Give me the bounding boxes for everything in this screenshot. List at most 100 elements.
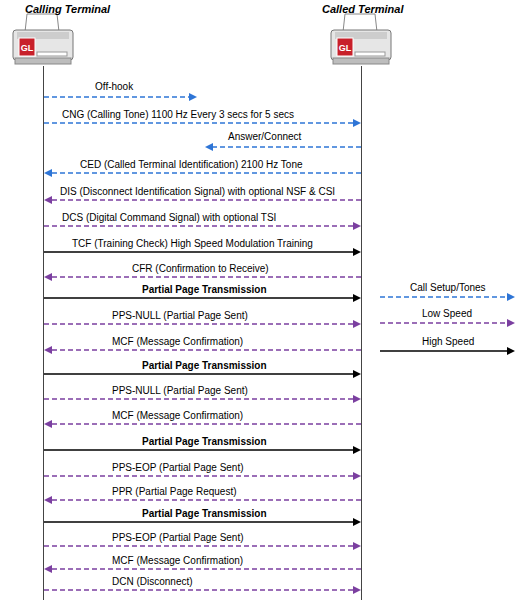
fax-base xyxy=(333,58,389,64)
fax-machine: GL xyxy=(13,14,73,64)
message-arrow xyxy=(44,472,361,480)
message-arrow xyxy=(44,294,361,302)
message-label: Partial Page Transmission xyxy=(142,508,267,520)
message-arrow xyxy=(44,119,361,127)
message-arrow xyxy=(44,370,361,378)
signal-label: Off-hook xyxy=(95,81,133,93)
message-line xyxy=(51,199,361,200)
message-line xyxy=(51,349,361,350)
message-arrow xyxy=(44,565,361,573)
message-arrow xyxy=(44,169,361,177)
arrow-head xyxy=(44,496,52,504)
legend-text: High Speed xyxy=(422,336,474,348)
message-arrow xyxy=(44,346,361,354)
message-line xyxy=(44,323,354,324)
message-label: CFR (Confirmation to Receive) xyxy=(132,263,269,275)
message-arrow xyxy=(44,222,361,230)
message-label: PPS-NULL (Partial Page Sent) xyxy=(112,385,248,397)
terminal-title: Called Terminal xyxy=(322,3,404,16)
arrow-head xyxy=(44,196,52,204)
message-label: MCF (Message Confirmation) xyxy=(112,410,243,422)
legend-line xyxy=(380,350,508,351)
arrow-head xyxy=(507,347,515,355)
fax-output xyxy=(355,52,385,56)
logo-text: GL xyxy=(339,43,352,53)
arrow-head xyxy=(353,472,361,480)
arrow-head xyxy=(353,370,361,378)
message-label: MCF (Message Confirmation) xyxy=(112,336,243,348)
offhook-line xyxy=(44,96,190,97)
message-line xyxy=(51,568,361,569)
fax-paper xyxy=(343,14,377,32)
message-line xyxy=(51,172,361,173)
message-label: Partial Page Transmission xyxy=(142,436,267,448)
fax-output xyxy=(37,52,67,56)
message-line xyxy=(51,423,361,424)
arrow-head xyxy=(189,93,197,101)
message-arrow xyxy=(44,248,361,256)
message-label: DCN (Disconnect) xyxy=(112,576,193,588)
arrow-head xyxy=(507,319,515,327)
arrow-head xyxy=(44,420,52,428)
arrow-head xyxy=(353,222,361,230)
message-label: TCF (Training Check) High Speed Modulati… xyxy=(72,238,313,250)
arrow-head xyxy=(353,586,361,594)
arrow-head xyxy=(44,565,52,573)
message-arrow xyxy=(44,446,361,454)
message-line xyxy=(44,122,354,123)
terminal-lifeline: Called Terminal xyxy=(361,66,362,600)
message-line xyxy=(44,475,354,476)
message-arrow xyxy=(44,320,361,328)
message-line xyxy=(44,251,354,252)
message-arrow xyxy=(44,518,361,526)
message-label: PPS-EOP (Partial Page Sent) xyxy=(112,532,244,544)
message-line xyxy=(44,398,354,399)
arrow-head xyxy=(44,346,52,354)
answer-line xyxy=(212,146,361,147)
fax-logo xyxy=(19,38,35,56)
arrow-head xyxy=(44,273,52,281)
arrow-head xyxy=(353,542,361,550)
message-label: Partial Page Transmission xyxy=(142,360,267,372)
arrow-head xyxy=(353,320,361,328)
message-arrow xyxy=(44,586,361,594)
message-label: DCS (Digital Command Signal) with option… xyxy=(62,212,276,224)
terminal-title: Calling Terminal xyxy=(25,3,110,16)
message-arrow xyxy=(44,420,361,428)
fax-paper xyxy=(25,14,59,32)
message-line xyxy=(44,373,354,374)
message-label: DIS (Disconnect Identification Signal) w… xyxy=(60,186,335,198)
message-arrow xyxy=(44,542,361,550)
message-line xyxy=(51,276,361,277)
message-label: MCF (Message Confirmation) xyxy=(112,555,243,567)
legend-line xyxy=(380,322,508,323)
signal-label: Answer/Connect xyxy=(228,131,301,143)
message-arrow xyxy=(44,395,361,403)
message-line xyxy=(44,449,354,450)
fax-logo xyxy=(337,38,353,56)
logo-text: GL xyxy=(21,43,34,53)
message-line xyxy=(44,589,354,590)
message-arrow xyxy=(44,273,361,281)
message-label: CED (Called Terminal Identification) 210… xyxy=(80,159,303,171)
arrow-head xyxy=(353,395,361,403)
legend-text: Low Speed xyxy=(422,308,472,320)
message-line xyxy=(51,499,361,500)
arrow-head xyxy=(353,294,361,302)
legend-line xyxy=(380,296,508,297)
fax-body xyxy=(331,30,391,60)
terminal-lifeline: Calling Terminal xyxy=(43,66,44,600)
arrow-head xyxy=(353,446,361,454)
arrow-head xyxy=(44,169,52,177)
message-line xyxy=(44,225,354,226)
arrow-head xyxy=(205,143,213,151)
message-line xyxy=(44,521,354,522)
message-label: PPS-NULL (Partial Page Sent) xyxy=(112,310,248,322)
message-label: PPS-EOP (Partial Page Sent) xyxy=(112,462,244,474)
message-label: PPR (Partial Page Request) xyxy=(112,486,237,498)
fax-machine: GL xyxy=(331,14,391,64)
arrow-head xyxy=(353,119,361,127)
message-line xyxy=(44,297,354,298)
arrow-head xyxy=(353,518,361,526)
